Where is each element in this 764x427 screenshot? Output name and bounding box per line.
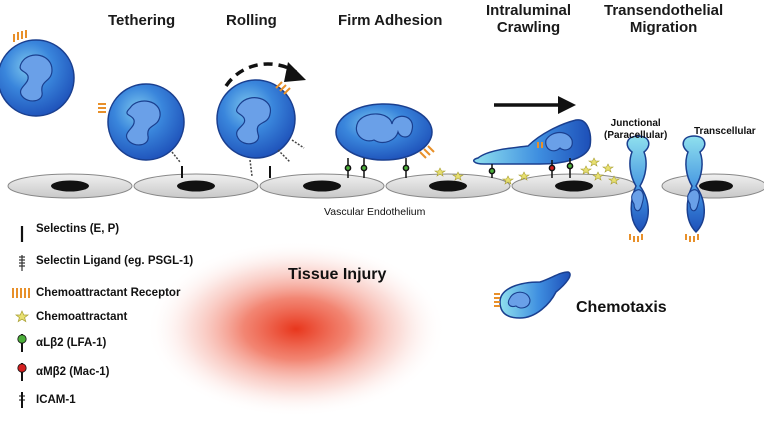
legend-label: αMβ2 (Mac-1) (36, 366, 110, 378)
chemoattractant-receptor-icon (685, 234, 699, 242)
endothelial-nucleus (51, 180, 89, 192)
selectin-ligand (171, 151, 181, 163)
endothelial-nucleus (303, 180, 341, 192)
vascular-endothelium-label: Vascular Endothelium (324, 206, 426, 218)
chemotaxis-leukocyte (494, 271, 571, 319)
lfa1-icon (17, 334, 27, 352)
transcellular-migrating-leukocyte (682, 135, 706, 242)
legend-label: αLβ2 (LFA-1) (36, 337, 107, 349)
chemoattractant-stars (434, 167, 464, 181)
free-leukocyte (0, 30, 75, 117)
endothelial-nucleus (699, 180, 733, 192)
legend-label: Chemoattractant Receptor (36, 287, 181, 299)
chemoattractant-receptor-icon (13, 30, 27, 42)
lfa1-integrin (488, 158, 574, 178)
stage-title-firm-adhesion: Firm Adhesion (338, 12, 443, 29)
legend-label: Selectins (E, P) (36, 223, 120, 235)
chemoattractant-receptor-icon (98, 103, 106, 113)
endothelial-nucleus (429, 180, 467, 192)
chemoattractant-stars (502, 157, 620, 185)
selectin-ligand (249, 159, 253, 177)
endothelial-nucleus (555, 180, 593, 192)
legend-label: ICAM-1 (36, 394, 76, 406)
junctional-label: Junctional (Paracellular) (604, 118, 668, 141)
legend-label: Chemoattractant (36, 311, 128, 323)
crawling-leukocyte (472, 119, 620, 185)
lfa1-integrin (344, 158, 410, 178)
junctional-migrating-leukocyte (626, 135, 650, 242)
rolling-leukocyte (216, 62, 306, 178)
mac1-icon (17, 363, 27, 381)
stage-title-rolling: Rolling (226, 12, 277, 29)
crawling-arrow (494, 96, 576, 114)
chemoattractant-receptor-icon (419, 145, 435, 159)
stage-title-intraluminal-crawling: Intraluminal Crawling (486, 2, 572, 36)
chemoattractant-receptor-icon (494, 293, 500, 307)
legend-label: Selectin Ligand (eg. PSGL-1) (36, 255, 194, 267)
tissue-injury-glow (146, 241, 446, 417)
legend-icons (12, 226, 30, 408)
stage-title-tethering: Tethering (108, 12, 176, 29)
chemoattractant-receptor-icon (12, 288, 30, 298)
selectin-ligand (277, 149, 291, 163)
chemoattractant-receptor-icon (629, 234, 643, 242)
firm-adhesion-leukocyte (335, 103, 464, 181)
tethering-leukocyte (98, 83, 185, 178)
chemotaxis-label: Chemotaxis (576, 299, 667, 316)
rolling-arrow (224, 62, 297, 88)
chemoattractant-receptor-icon (537, 142, 543, 148)
selectin-ligand (291, 139, 305, 149)
tissue-injury-label: Tissue Injury (288, 266, 387, 283)
selectin-ligand-icon (19, 255, 25, 271)
transcellular-label: Transcellular (694, 126, 756, 137)
vascular-endothelium (7, 173, 764, 199)
endothelial-nucleus (177, 180, 215, 192)
icam1-icon (19, 392, 25, 408)
stage-title-transendothelial-migration: Transendothelial Migration (604, 2, 724, 36)
chemoattractant-receptor-icon (275, 81, 291, 95)
star-icon (14, 310, 30, 323)
